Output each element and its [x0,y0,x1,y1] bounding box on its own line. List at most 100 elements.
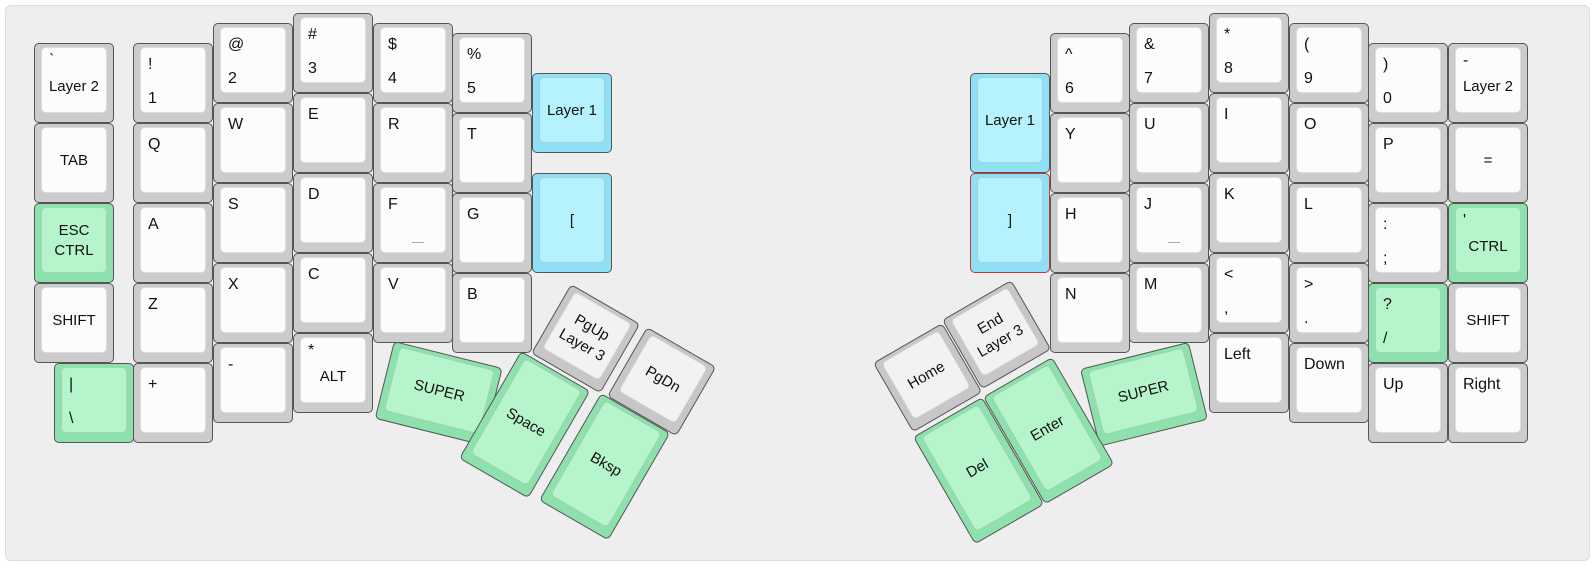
key-q[interactable]: Q [133,123,213,203]
key-layer1-left[interactable]: Layer 1 [532,73,612,153]
key-e[interactable]: E [293,93,373,173]
key-layer1-right[interactable]: Layer 1 [970,73,1050,173]
key-label-bottom: / [1383,330,1388,347]
keycap-face [380,267,446,333]
keycap-face [300,177,366,243]
key-label-top: O [1304,116,1317,133]
key-quote-ctrl[interactable]: 'CTRL [1448,203,1528,283]
key-bracket-left[interactable]: [ [532,173,612,273]
key-x[interactable]: X [213,263,293,343]
key-label-center: [ [569,212,575,229]
key-u[interactable]: U [1129,103,1209,183]
key-w[interactable]: W [213,103,293,183]
key-label-top: ` [49,52,55,69]
key-minus[interactable]: - [213,343,293,423]
keycap-face [539,77,605,143]
key-r[interactable]: R [373,103,453,183]
key-p[interactable]: P [1368,123,1448,203]
key-m[interactable]: M [1129,263,1209,343]
key-f[interactable]: F [373,183,453,263]
key-l[interactable]: L [1289,183,1369,263]
keycap-face [1375,127,1441,193]
key-label-bottom: 6 [1065,80,1074,97]
key-down[interactable]: Down [1289,343,1369,423]
key-k[interactable]: K [1209,173,1289,253]
key-label-top: ( [1304,36,1310,53]
key-z[interactable]: Z [133,283,213,363]
key-o[interactable]: O [1289,103,1369,183]
keycap-face [1216,97,1282,163]
key-g[interactable]: G [452,193,532,273]
key-shift-left[interactable]: SHIFT [34,283,114,363]
key-pipe[interactable]: |\ [54,363,134,443]
key-label-top: T [467,126,477,143]
key-j[interactable]: J [1129,183,1209,263]
keycap-face [140,47,206,113]
key-right[interactable]: Right [1448,363,1528,443]
key-six[interactable]: ^6 [1050,33,1130,113]
key-super-right[interactable]: SUPER [1080,341,1209,447]
key-tab[interactable]: TAB [34,123,114,203]
keycap-face [220,267,286,333]
key-period[interactable]: >. [1289,263,1369,343]
key-label-center2: CTRL [54,242,94,259]
key-label-top: ? [1383,296,1392,313]
key-s[interactable]: S [213,183,293,263]
key-slash[interactable]: ?/ [1368,283,1448,363]
key-label-top: E [308,106,319,123]
key-bracket-right[interactable]: ] [970,173,1050,273]
key-grave-layer2[interactable]: `Layer 2 [34,43,114,123]
key-zero[interactable]: )0 [1368,43,1448,123]
key-eight[interactable]: *8 [1209,13,1289,93]
key-label-bottom: ; [1383,250,1388,267]
key-nine[interactable]: (9 [1289,23,1369,103]
key-a[interactable]: A [133,203,213,283]
keycap-face [1455,367,1521,433]
key-plus[interactable]: + [133,363,213,443]
key-up[interactable]: Up [1368,363,1448,443]
key-two[interactable]: @2 [213,23,293,103]
key-t[interactable]: T [452,113,532,193]
key-seven[interactable]: &7 [1129,23,1209,103]
key-n[interactable]: N [1050,273,1130,353]
key-h[interactable]: H [1050,193,1130,273]
key-y[interactable]: Y [1050,113,1130,193]
key-d[interactable]: D [293,173,373,253]
key-four[interactable]: $4 [373,23,453,103]
key-c[interactable]: C [293,253,373,333]
homing-bar [1168,242,1180,243]
key-i[interactable]: I [1209,93,1289,173]
key-b[interactable]: B [452,273,532,353]
key-alt[interactable]: *ALT [293,333,373,413]
key-label-top: B [467,286,478,303]
key-label-top: C [308,266,320,283]
keycap-face [1216,337,1282,403]
keycap-face [459,117,525,183]
key-semicolon[interactable]: :; [1368,203,1448,283]
key-three[interactable]: #3 [293,13,373,93]
key-v[interactable]: V [373,263,453,343]
key-label-top: A [148,216,159,233]
key-label-top: W [228,116,244,133]
keycap-face [220,27,286,93]
key-label-bottom: 0 [1383,90,1392,107]
key-label-bottom: 4 [388,70,397,87]
key-left[interactable]: Left [1209,333,1289,413]
key-label-top: # [308,26,317,43]
keycap-face [61,367,127,433]
key-equals[interactable]: = [1448,123,1528,203]
key-label-top: Up [1383,376,1404,393]
key-label-top: N [1065,286,1077,303]
key-five[interactable]: %5 [452,33,532,113]
key-dash-layer2[interactable]: -Layer 2 [1448,43,1528,123]
keycap-face [1296,187,1362,253]
keycap-face [220,107,286,173]
key-shift-right[interactable]: SHIFT [1448,283,1528,363]
key-label-center: = [1483,152,1493,169]
key-comma[interactable]: <, [1209,253,1289,333]
key-label-top: Left [1224,346,1251,363]
keycap-face [41,127,107,193]
key-one[interactable]: !1 [133,43,213,123]
keycap-face [220,187,286,253]
